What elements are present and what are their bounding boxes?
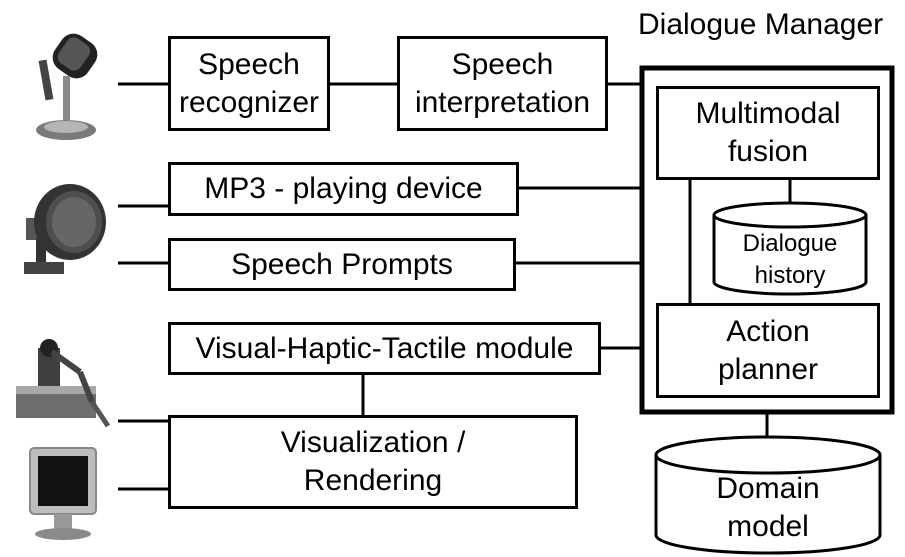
haptic-device-icon [16,339,111,428]
dialogue-history-cylinder [712,201,868,296]
multimodal-fusion-box: Multimodal fusion [656,86,880,180]
action-planner-label: Action planner [717,314,819,386]
microphone-icon [36,33,98,140]
speech-recognizer-box: Speech recognizer [168,36,330,131]
domain-model-label: Domain model [716,472,820,543]
connector-lines [118,82,792,491]
speech-prompts-label: Speech Prompts [231,247,453,281]
dialogue-manager-container [639,65,895,415]
monitor-icon [29,447,97,540]
visual-haptic-tactile-box: Visual-Haptic-Tactile module [168,322,601,375]
mp3-playing-device-box: MP3 - playing device [168,162,519,216]
action-planner-box: Action planner [656,303,880,398]
speech-interpretation-box: Speech interpretation [397,36,608,131]
visual-haptic-tactile-label: Visual-Haptic-Tactile module [195,331,574,365]
visualization-rendering-box: Visualization / Rendering [168,415,578,509]
speech-recognizer-label: Speech recognizer [178,47,320,119]
mp3-playing-device-label: MP3 - playing device [204,172,483,205]
speaker-icon [24,184,106,274]
speech-interpretation-label: Speech interpretation [414,47,591,119]
speech-prompts-box: Speech Prompts [168,238,516,291]
multimodal-fusion-label: Multimodal fusion [695,97,841,168]
domain-model-cylinder [654,435,882,555]
dialogue-manager-title: Dialogue Manager [638,8,884,41]
dialogue-history-label: Dialogue history [742,230,838,289]
visualization-rendering-label: Visualization / Rendering [280,426,466,497]
